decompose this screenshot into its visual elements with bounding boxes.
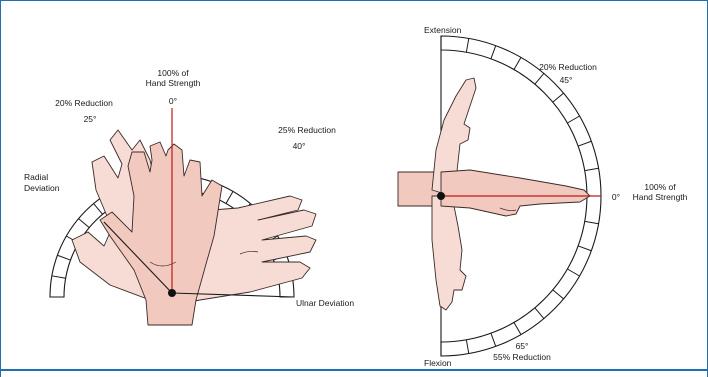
- flexion-reduction-label: 55% Reduction: [493, 352, 551, 362]
- ulnar-angle-label: 40°: [293, 141, 306, 151]
- left-full-strength-line1: 100% of: [157, 68, 189, 78]
- left-pivot-point: [168, 289, 176, 297]
- flexion-label: Flexion: [424, 358, 452, 368]
- right-zero-angle: 0°: [612, 192, 620, 202]
- right-diagram-flexion-extension: Extension 20% Reduction 45° 0° 100% of H…: [398, 25, 688, 368]
- radial-reduction-label: 20% Reduction: [55, 98, 113, 108]
- flexed-hand: [432, 196, 466, 310]
- radial-angle-label: 25°: [84, 114, 97, 124]
- right-full-strength-line1: 100% of: [644, 182, 676, 192]
- left-zero-angle: 0°: [169, 96, 177, 106]
- extension-angle-label: 45°: [560, 75, 573, 85]
- extension-reduction-label: 20% Reduction: [539, 62, 597, 72]
- ulnar-deviation-label: Ulnar Deviation: [296, 298, 354, 308]
- right-pivot-point: [437, 192, 445, 200]
- flexion-angle-label: 65°: [516, 341, 529, 351]
- extension-label: Extension: [424, 25, 462, 35]
- neutral-side-hand: [441, 170, 590, 216]
- right-full-strength-line2: Hand Strength: [633, 192, 688, 202]
- ulnar-reduction-label: 25% Reduction: [278, 125, 336, 135]
- radial-deviation-line1: Radial: [24, 172, 48, 182]
- left-diagram-radial-ulnar: 100% of Hand Strength 0° 20% Reduction 2…: [24, 68, 354, 325]
- left-full-strength-line2: Hand Strength: [146, 78, 201, 88]
- radial-deviation-line2: Deviation: [24, 183, 60, 193]
